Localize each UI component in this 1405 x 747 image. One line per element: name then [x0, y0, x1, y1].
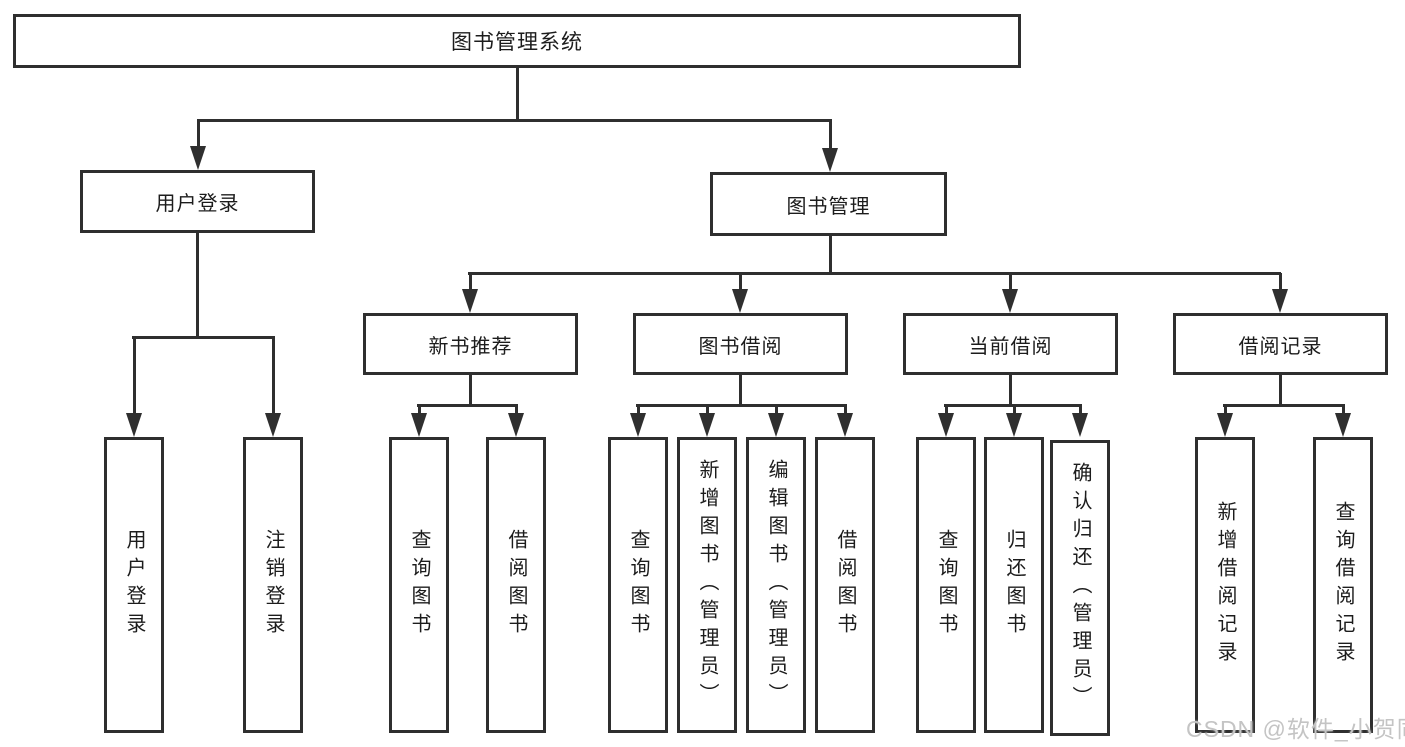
arrowhead-down-icon — [508, 413, 524, 437]
arrowhead-down-icon — [630, 413, 646, 437]
connector-line — [829, 236, 832, 275]
connector-line — [1279, 375, 1282, 406]
arrowhead-down-icon — [822, 148, 838, 172]
connector-line — [1009, 273, 1012, 293]
watermark: CSDN @软件_小贺同学 — [1186, 716, 1405, 742]
connector-line — [1079, 404, 1082, 416]
connector-line — [417, 404, 518, 407]
connector-line — [706, 404, 709, 416]
node-library-system: 图书管理系统 — [13, 14, 1021, 68]
connector-line — [516, 68, 519, 120]
connector-line — [469, 273, 472, 293]
connector-line — [197, 119, 831, 122]
connector-line — [637, 404, 640, 416]
connector-line — [829, 119, 832, 152]
connector-line — [739, 273, 742, 293]
leaf-records-add-record: 新增借阅记录 — [1195, 437, 1255, 733]
arrowhead-down-icon — [768, 413, 784, 437]
arrowhead-down-icon — [837, 413, 853, 437]
node-new-book-recommend: 新书推荐 — [363, 313, 578, 375]
connector-line — [1342, 404, 1345, 416]
leaf-current-return-books: 归还图书 — [984, 437, 1044, 733]
arrowhead-down-icon — [265, 413, 281, 437]
leaf-recommend-borrow-books: 借阅图书 — [486, 437, 546, 733]
arrowhead-down-icon — [938, 413, 954, 437]
connector-line — [739, 375, 742, 406]
node-borrow-records: 借阅记录 — [1173, 313, 1388, 375]
arrowhead-down-icon — [411, 413, 427, 437]
arrowhead-down-icon — [1072, 413, 1088, 437]
leaf-borrow-query-books: 查询图书 — [608, 437, 668, 733]
arrowhead-down-icon — [1272, 289, 1288, 313]
leaf-current-confirm-return-admin: 确认归还（管理员） — [1050, 440, 1110, 736]
node-user-login: 用户登录 — [80, 170, 315, 233]
leaf-borrow-edit-book-admin: 编辑图书（管理员） — [746, 437, 806, 733]
node-book-management: 图书管理 — [710, 172, 947, 236]
arrowhead-down-icon — [1335, 413, 1351, 437]
connector-line — [133, 336, 136, 415]
connector-line — [636, 404, 847, 407]
leaf-borrow-borrow-books: 借阅图书 — [815, 437, 875, 733]
leaf-recommend-query-books: 查询图书 — [389, 437, 449, 733]
arrowhead-down-icon — [732, 289, 748, 313]
arrowhead-down-icon — [462, 289, 478, 313]
arrowhead-down-icon — [1006, 413, 1022, 437]
connector-line — [945, 404, 948, 416]
leaf-current-query-books: 查询图书 — [916, 437, 976, 733]
leaf-user-login: 用户登录 — [104, 437, 164, 733]
connector-line — [1223, 404, 1345, 407]
leaf-borrow-add-book-admin: 新增图书（管理员） — [677, 437, 737, 733]
connector-line — [468, 272, 1281, 275]
connector-line — [775, 404, 778, 416]
connector-line — [515, 404, 518, 416]
connector-line — [197, 119, 200, 150]
connector-line — [196, 233, 199, 337]
leaf-records-query-record: 查询借阅记录 — [1313, 437, 1373, 733]
connector-line — [469, 375, 472, 406]
arrowhead-down-icon — [190, 146, 206, 170]
connector-line — [844, 404, 847, 416]
connector-line — [418, 404, 421, 416]
connector-line — [132, 336, 274, 339]
node-book-borrow: 图书借阅 — [633, 313, 848, 375]
arrowhead-down-icon — [1002, 289, 1018, 313]
connector-line — [1009, 375, 1012, 406]
arrowhead-down-icon — [126, 413, 142, 437]
leaf-logout: 注销登录 — [243, 437, 303, 733]
arrowhead-down-icon — [699, 413, 715, 437]
connector-line — [944, 404, 1082, 407]
connector-line — [1224, 404, 1227, 416]
arrowhead-down-icon — [1217, 413, 1233, 437]
node-current-borrow: 当前借阅 — [903, 313, 1118, 375]
connector-line — [1279, 273, 1282, 293]
connector-line — [272, 336, 275, 415]
connector-line — [1013, 404, 1016, 416]
